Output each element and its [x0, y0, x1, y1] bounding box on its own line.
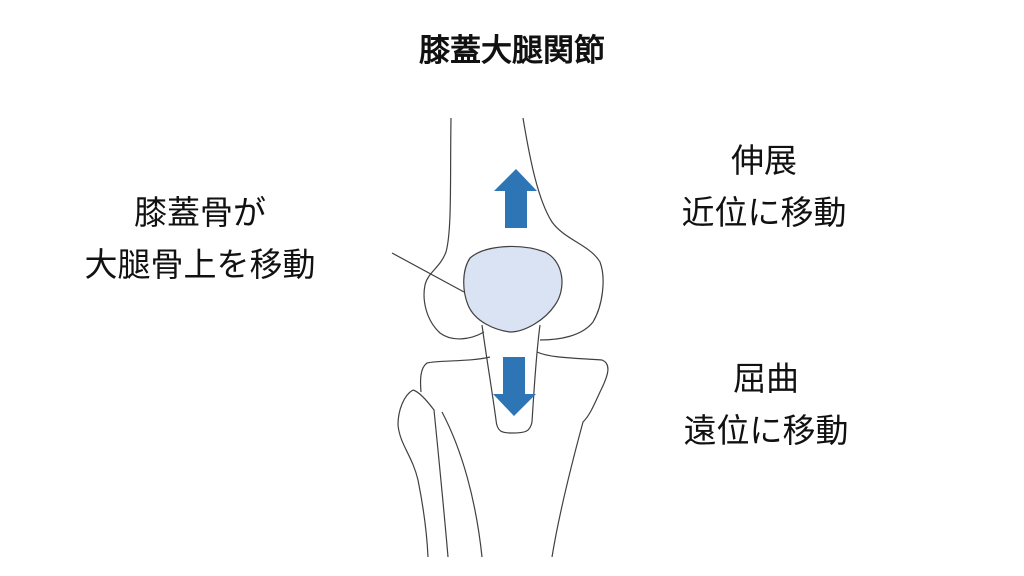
- arrow-up-icon: [494, 169, 537, 228]
- extension-label: 伸展: [731, 141, 797, 180]
- patella: [463, 245, 563, 333]
- fibula-outline: [397, 389, 449, 558]
- page-title: 膝蓋大腿関節: [419, 33, 605, 69]
- extension-description: 近位に移動: [681, 193, 847, 232]
- leader-line: [391, 252, 465, 293]
- femur-outline: [423, 117, 604, 341]
- flexion-label: 屈曲: [733, 359, 799, 398]
- patella-label-line2: 大腿骨上を移動: [84, 245, 316, 284]
- flexion-description: 遠位に移動: [683, 411, 849, 450]
- arrow-down-icon: [493, 357, 536, 416]
- patella-label-line1: 膝蓋骨が: [134, 193, 266, 232]
- patellar-tendon: [481, 324, 541, 434]
- tibia-outline: [419, 351, 609, 558]
